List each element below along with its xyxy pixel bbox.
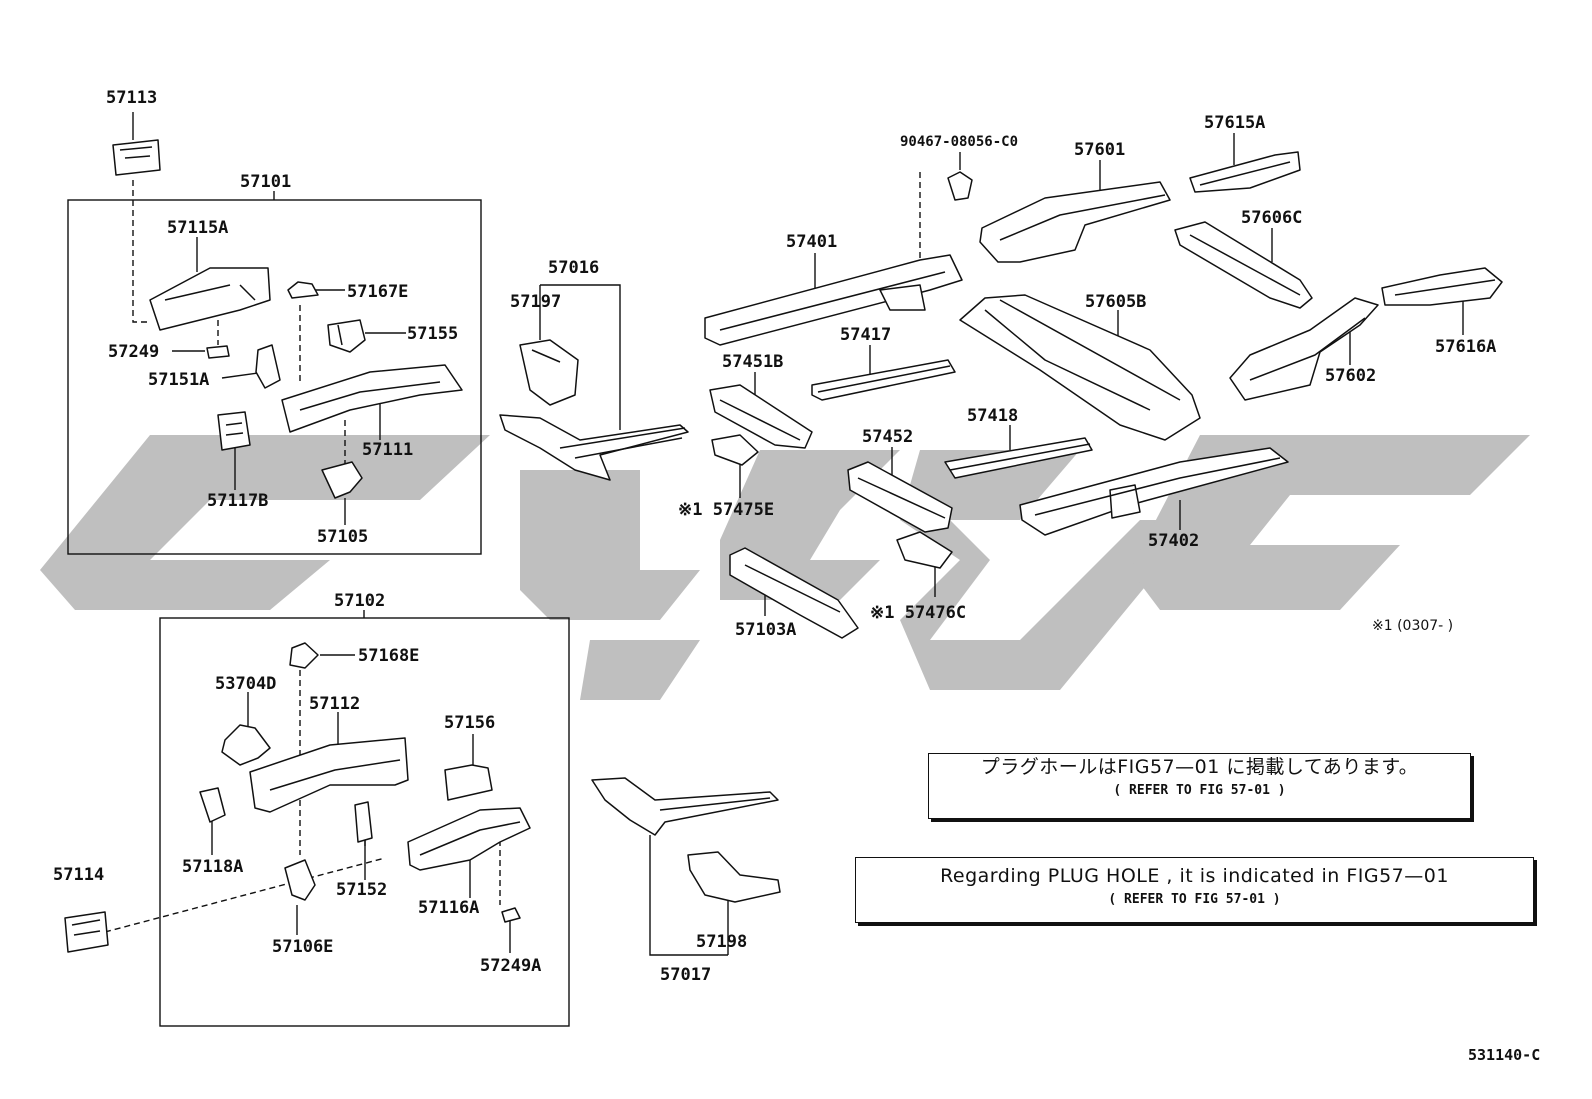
- label-57417: 57417: [840, 325, 892, 345]
- label-57101: 57101: [240, 172, 292, 192]
- label-57476c: ※1 57476C: [870, 603, 967, 623]
- part-57168E: [289, 642, 319, 669]
- label-57616a: 57616A: [1435, 337, 1497, 357]
- part-57475E: [711, 434, 759, 466]
- part-57118A: [199, 787, 226, 823]
- label-57103a: 57103A: [735, 620, 797, 640]
- part-57451B: [709, 384, 813, 449]
- part-57017: [591, 777, 779, 836]
- label-57016: 57016: [548, 258, 600, 278]
- part-57476C: [896, 531, 953, 569]
- part-57103A: [729, 547, 859, 639]
- label-57116a: 57116A: [418, 898, 480, 918]
- label-57118a: 57118A: [182, 857, 244, 877]
- part-57106E: [284, 859, 316, 901]
- label-57156: 57156: [444, 713, 496, 733]
- label-57452: 57452: [862, 427, 914, 447]
- note-english-ref: ( REFER TO FIG 57-01 ): [1108, 892, 1281, 907]
- label-57155: 57155: [407, 324, 459, 344]
- label-57102: 57102: [334, 591, 386, 611]
- label-57605b: 57605B: [1085, 292, 1147, 312]
- note-english-text: Regarding PLUG HOLE , it is indicated in…: [940, 865, 1449, 887]
- part-57155: [327, 319, 366, 353]
- part-57606C: [1174, 221, 1313, 309]
- label-57111: 57111: [362, 440, 414, 460]
- part-57249: [206, 345, 230, 359]
- label-57451b: 57451B: [722, 352, 784, 372]
- part-57452: [847, 461, 953, 533]
- note-japanese: プラグホールはFIG57—01 に掲載してあります。 ( REFER TO FI…: [928, 753, 1471, 819]
- label-90467: 90467-08056-C0: [900, 134, 1019, 150]
- part-57401: [704, 254, 963, 346]
- label-57114: 57114: [53, 865, 105, 885]
- label-57112: 57112: [309, 694, 361, 714]
- label-57402: 57402: [1148, 531, 1200, 551]
- part-57151A: [255, 344, 281, 389]
- part-57417: [811, 359, 956, 401]
- part-90467-bolt: [947, 171, 973, 201]
- part-57402: [1019, 447, 1289, 536]
- label-57401: 57401: [786, 232, 838, 252]
- label-57115a: 57115A: [167, 218, 229, 238]
- note-japanese-ref: ( REFER TO FIG 57-01 ): [1113, 783, 1286, 798]
- part-53704D: [221, 724, 271, 766]
- label-57198: 57198: [696, 932, 748, 952]
- part-57601: [979, 181, 1171, 263]
- note-english: Regarding PLUG HOLE , it is indicated in…: [855, 857, 1534, 923]
- part-57602: [1229, 297, 1379, 401]
- part-57605B: [959, 294, 1201, 441]
- label-57167e: 57167E: [347, 282, 409, 302]
- label-57249a: 57249A: [480, 956, 542, 976]
- label-57106e: 57106E: [272, 937, 334, 957]
- part-57117B: [217, 411, 251, 451]
- part-57016: [499, 414, 689, 481]
- label-57197: 57197: [510, 292, 562, 312]
- part-57249A: [501, 907, 521, 923]
- label-57105: 57105: [317, 527, 369, 547]
- part-57105: [321, 461, 363, 499]
- footnote-range: ※1 (0307- ): [1372, 618, 1454, 634]
- part-57115A: [149, 267, 271, 331]
- label-57615a: 57615A: [1204, 113, 1266, 133]
- part-57198: [687, 851, 781, 903]
- label-57602: 57602: [1325, 366, 1377, 386]
- label-53704d: 53704D: [215, 674, 277, 694]
- label-57117b: 57117B: [207, 491, 269, 511]
- part-57156: [444, 764, 493, 801]
- watermark-logo: [40, 435, 1530, 700]
- part-57152: [354, 801, 373, 843]
- part-57116A: [407, 807, 531, 871]
- label-57601: 57601: [1074, 140, 1126, 160]
- part-57615A: [1189, 151, 1301, 193]
- label-57249: 57249: [108, 342, 160, 362]
- label-57475e: ※1 57475E: [678, 500, 775, 520]
- part-57113: [112, 139, 161, 176]
- part-57167E: [287, 281, 319, 299]
- label-57418: 57418: [967, 406, 1019, 426]
- part-57418: [944, 437, 1093, 479]
- part-57112: [249, 737, 409, 813]
- part-57111: [281, 364, 463, 433]
- part-57616A: [1381, 267, 1503, 306]
- label-57606c: 57606C: [1241, 208, 1303, 228]
- label-57151a: 57151A: [148, 370, 210, 390]
- part-57114: [64, 911, 109, 953]
- figure-code: 531140-C: [1468, 1046, 1541, 1064]
- label-57152: 57152: [336, 880, 388, 900]
- label-57017: 57017: [660, 965, 712, 985]
- part-57197: [519, 339, 579, 406]
- label-57113: 57113: [106, 88, 158, 108]
- label-57168e: 57168E: [358, 646, 420, 666]
- note-japanese-text: プラグホールはFIG57—01 に掲載してあります。: [980, 756, 1419, 778]
